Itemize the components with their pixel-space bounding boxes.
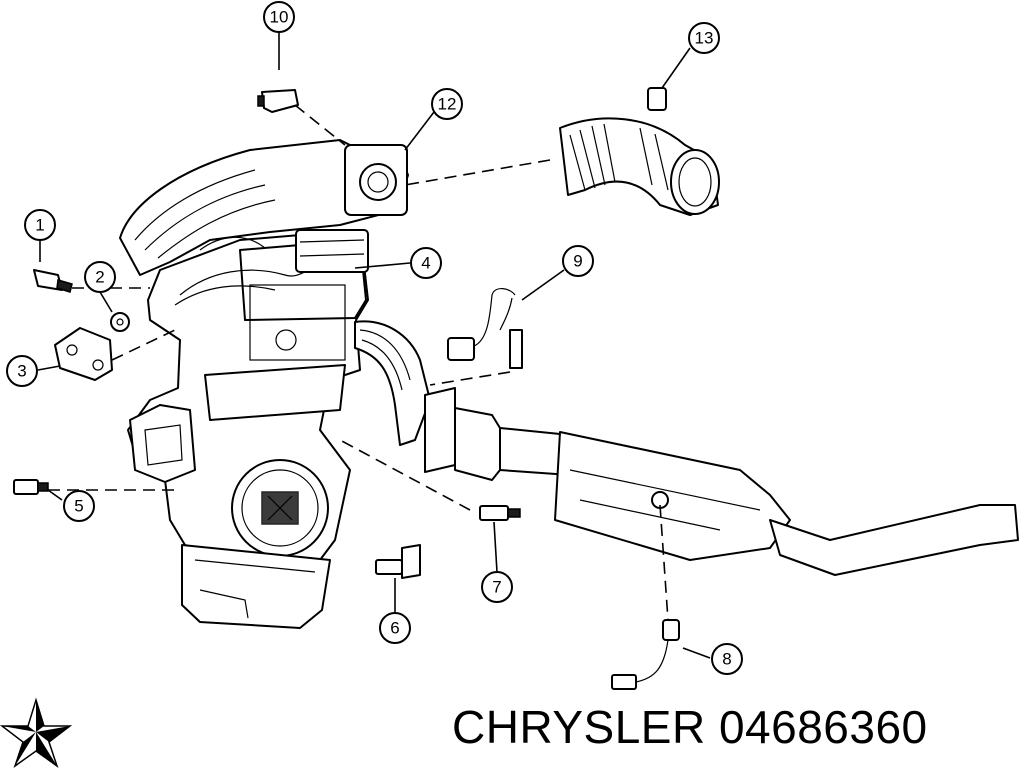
callout-13: 13	[688, 22, 720, 54]
exhaust-system	[354, 320, 1019, 576]
chrysler-pentastar-icon	[0, 697, 72, 768]
svg-text:8: 8	[722, 650, 731, 669]
svg-text:10: 10	[270, 8, 289, 27]
part-6-sensor	[375, 544, 421, 579]
svg-text:12: 12	[438, 95, 457, 114]
callout-9: 9	[562, 245, 594, 277]
throttle-body	[344, 144, 408, 216]
callout-1: 1	[24, 209, 56, 241]
part-7-sensor	[479, 505, 521, 521]
callout-8: 8	[711, 643, 743, 675]
part-9-oxygen-sensor	[447, 288, 523, 369]
callout-4: 4	[410, 247, 442, 279]
brand-part-number: CHRYSLER 04686360	[452, 701, 928, 753]
intake-manifold	[119, 139, 409, 276]
oil-pan	[181, 544, 331, 629]
callout-5: 5	[63, 490, 95, 522]
svg-text:3: 3	[17, 362, 26, 381]
part-10-sensor	[257, 89, 299, 113]
part-8-oxygen-sensor	[611, 619, 680, 690]
catalytic-converter	[454, 407, 501, 481]
svg-text:4: 4	[421, 254, 430, 273]
resonator	[554, 431, 791, 561]
part-2-nut	[110, 312, 130, 332]
callout-10: 10	[263, 1, 295, 33]
svg-text:13: 13	[695, 29, 714, 48]
callout-3: 3	[6, 355, 38, 387]
callout-7: 7	[481, 571, 513, 603]
part-1-sensor	[33, 269, 73, 293]
svg-text:6: 6	[390, 619, 399, 638]
svg-text:5: 5	[74, 497, 83, 516]
tailpipe	[769, 504, 1019, 576]
engine-assembly	[119, 139, 409, 629]
svg-text:9: 9	[573, 252, 582, 271]
svg-text:7: 7	[492, 578, 501, 597]
callout-12: 12	[431, 88, 463, 120]
exhaust-manifold	[354, 320, 431, 446]
svg-text:1: 1	[35, 216, 44, 235]
callout-2: 2	[84, 261, 116, 293]
part-3-sensor-bracket	[54, 327, 113, 381]
crank-pulley	[231, 459, 329, 557]
part-5-sensor	[13, 479, 49, 495]
leader-lines	[37, 32, 711, 659]
air-intake-hose	[559, 87, 720, 216]
callout-6: 6	[379, 612, 411, 644]
svg-text:2: 2	[95, 268, 104, 287]
